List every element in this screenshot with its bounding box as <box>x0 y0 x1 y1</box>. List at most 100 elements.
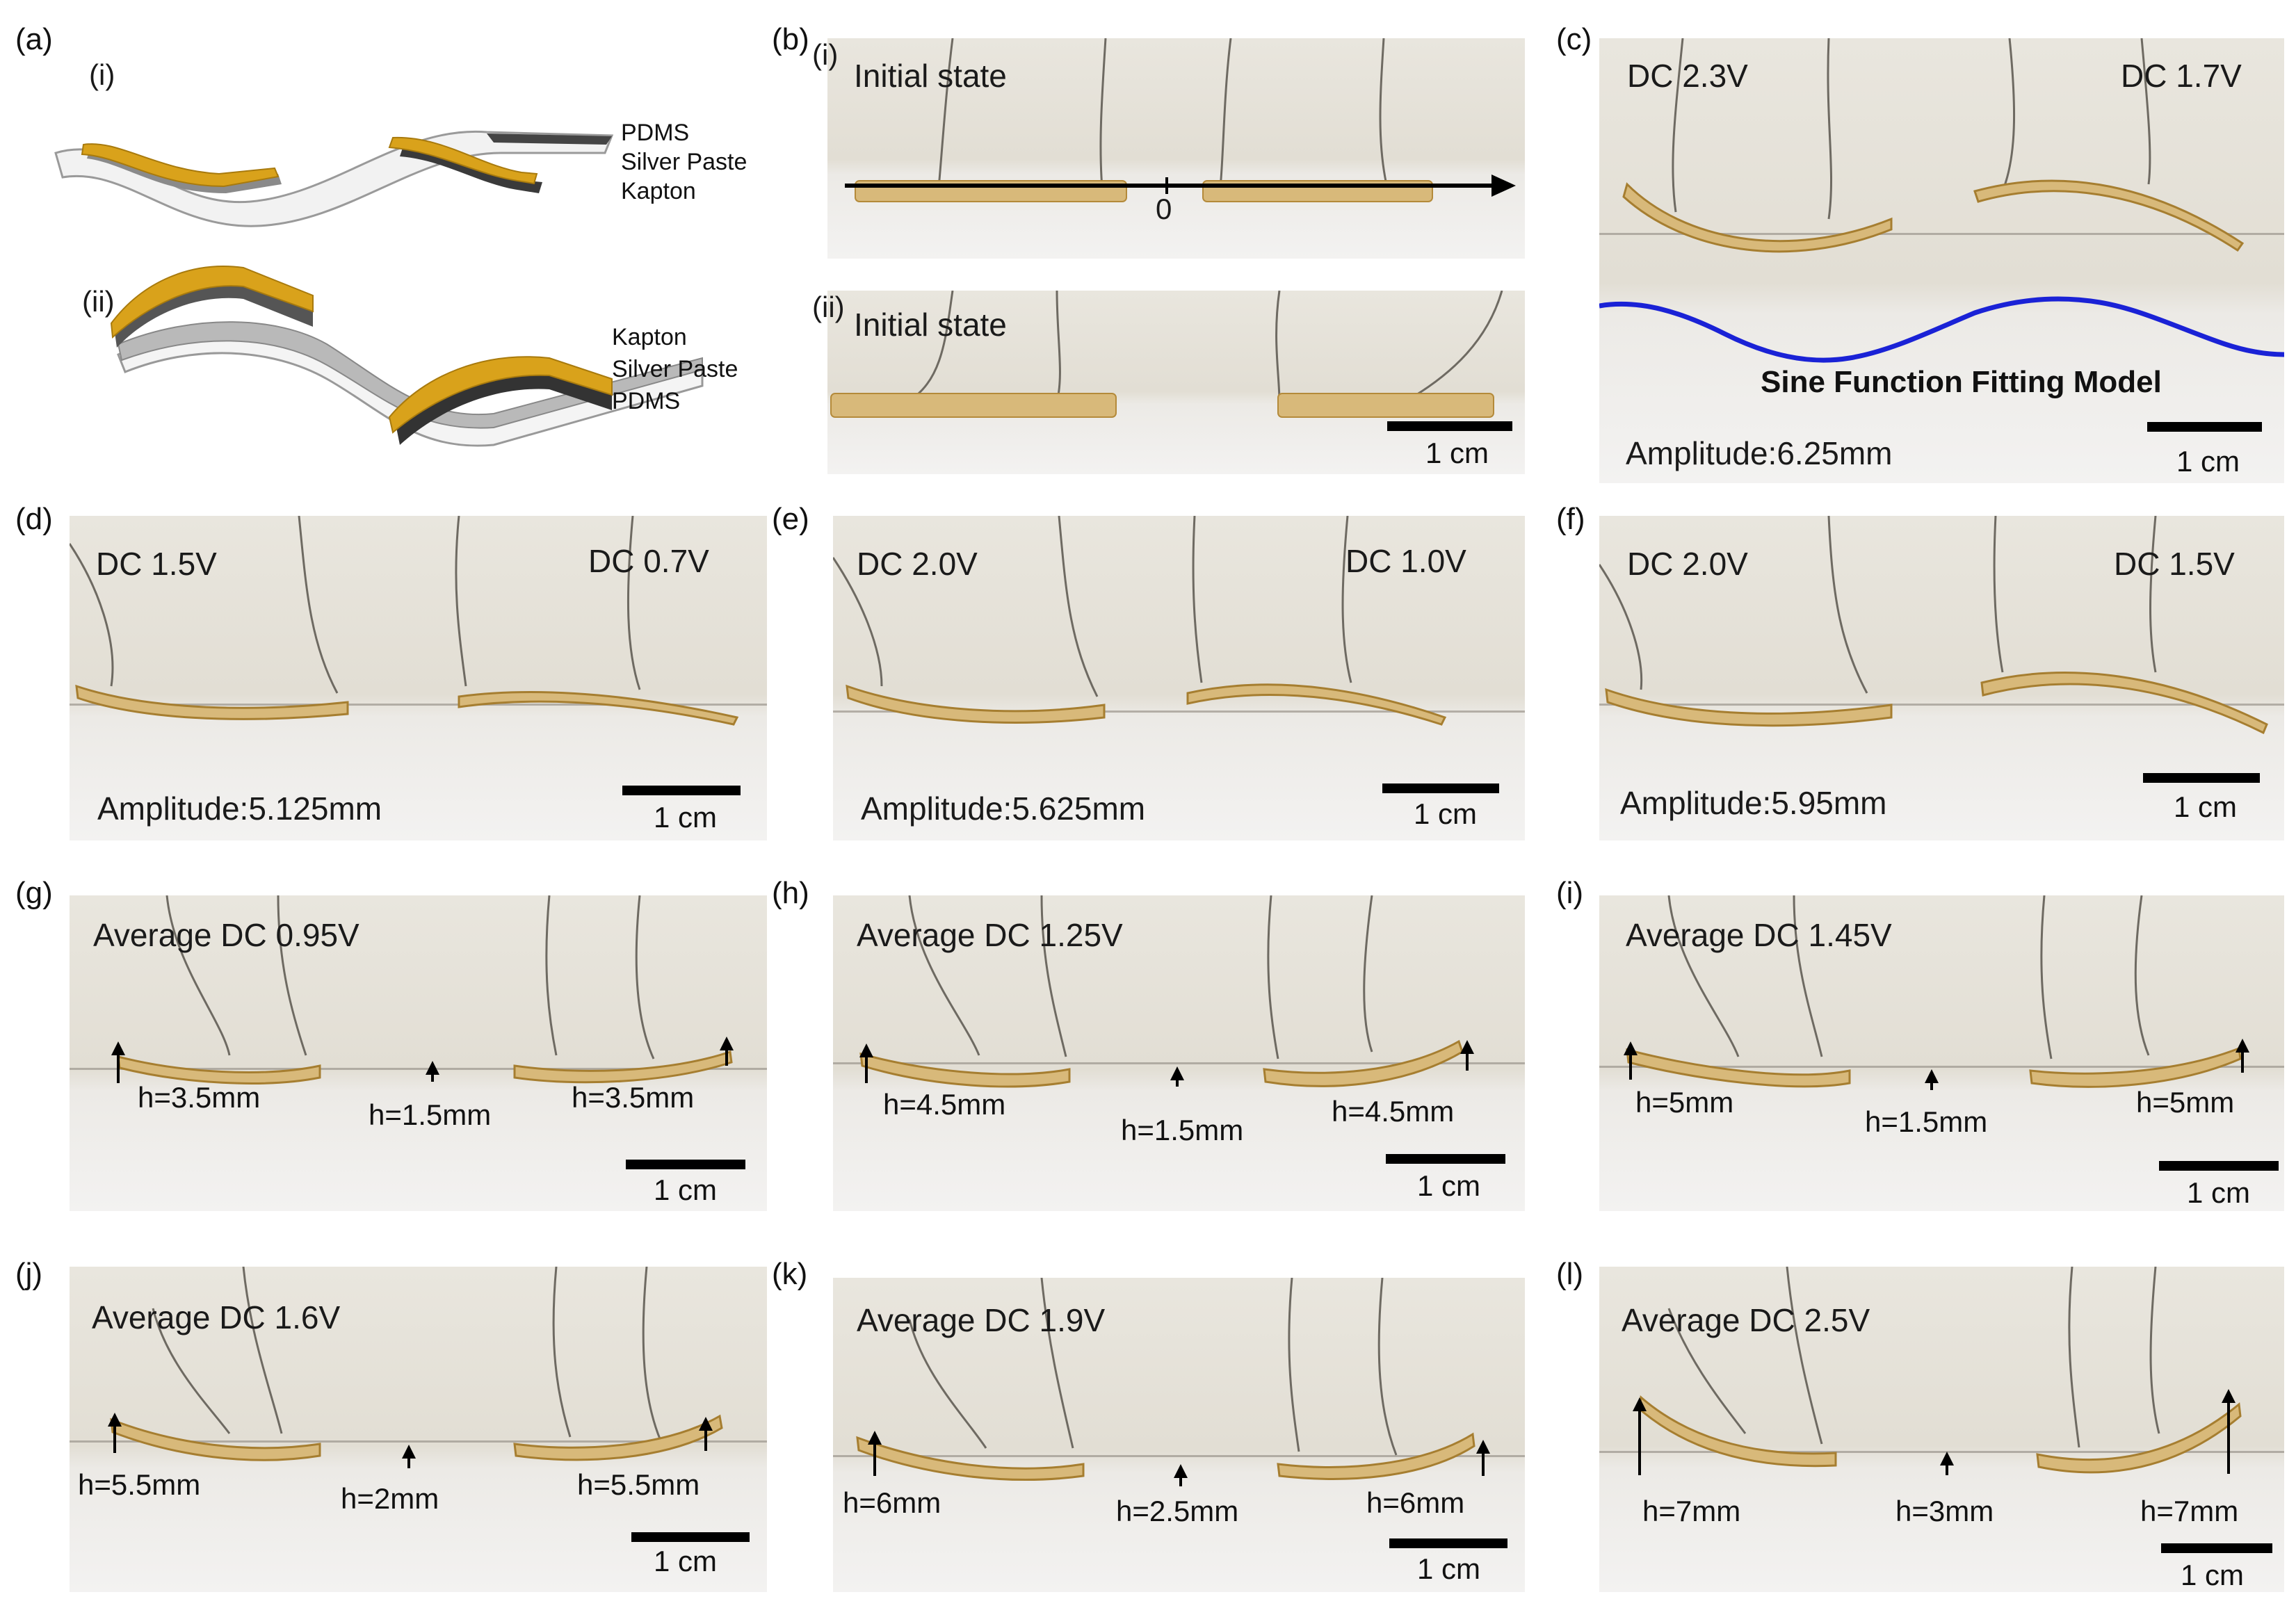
photo-i: 1 cm <box>1599 895 2284 1211</box>
scale-label-d: 1 cm <box>654 801 718 834</box>
panel-label-b: (b) <box>772 22 809 56</box>
amplitude-f: Amplitude:5.95mm <box>1620 785 1887 821</box>
sub-label-a-i: (i) <box>89 58 115 91</box>
scale-bar-d <box>622 786 741 795</box>
photo-f-scene <box>1599 516 2268 735</box>
h-mid-h: h=1.5mm <box>1121 1114 1244 1146</box>
photo-j-scene <box>108 1267 723 1468</box>
panel-label-g: (g) <box>15 876 53 910</box>
h-right-l: h=7mm <box>2140 1495 2239 1527</box>
layer-diagram-a-ii <box>110 266 704 447</box>
h-right-k: h=6mm <box>1366 1486 1465 1519</box>
title-l: Average DC 2.5V <box>1622 1302 1870 1338</box>
photo-k-scene <box>856 1278 1490 1486</box>
photo-b-ii: 1 cm <box>827 291 1525 474</box>
scale-bar-f <box>2143 773 2260 783</box>
h-mid-k: h=2.5mm <box>1116 1495 1239 1527</box>
scale-bar-l <box>2161 1543 2272 1553</box>
h-mid-l: h=3mm <box>1895 1495 1994 1527</box>
panel-label-f: (f) <box>1556 502 1585 536</box>
scale-label-l: 1 cm <box>2181 1559 2245 1591</box>
h-left-g: h=3.5mm <box>138 1081 261 1114</box>
layer-label-a-i-0: PDMS <box>621 120 690 146</box>
h-right-h: h=4.5mm <box>1332 1095 1455 1128</box>
dc-right-c: DC 1.7V <box>2121 58 2242 94</box>
panel-label-k: (k) <box>772 1257 808 1291</box>
panel-label-e: (e) <box>772 502 809 536</box>
scale-bar-b-ii <box>1387 421 1512 431</box>
layer-label-a-ii-0: Kapton <box>612 324 687 350</box>
scale-label-i: 1 cm <box>2187 1176 2251 1209</box>
photo-l: 1 cm <box>1599 1267 2284 1592</box>
dc-right-d: DC 0.7V <box>588 543 709 579</box>
amplitude-d: Amplitude:5.125mm <box>97 790 382 827</box>
layer-label-a-ii-1: Silver Paste <box>612 356 738 382</box>
scale-bar-k <box>1389 1538 1507 1548</box>
scale-label-e: 1 cm <box>1414 797 1478 830</box>
title-j: Average DC 1.6V <box>92 1299 341 1335</box>
h-mid-i: h=1.5mm <box>1865 1105 1988 1138</box>
h-mid-g: h=1.5mm <box>369 1098 492 1131</box>
h-left-l: h=7mm <box>1642 1495 1741 1527</box>
h-left-h: h=4.5mm <box>883 1088 1006 1121</box>
h-left-i: h=5mm <box>1635 1086 1734 1119</box>
dc-left-e: DC 2.0V <box>857 546 978 582</box>
scale-label-f: 1 cm <box>2174 790 2238 823</box>
photo-g: 1 cm <box>70 895 767 1211</box>
layer-label-a-ii-2: PDMS <box>612 388 681 414</box>
layer-diagram-a-i <box>54 130 614 227</box>
amplitude-c: Amplitude:6.25mm <box>1626 435 1893 471</box>
layer-label-a-i-2: Kapton <box>621 178 696 204</box>
scale-bar-g <box>626 1160 745 1169</box>
dc-right-f: DC 1.5V <box>2114 546 2235 582</box>
h-left-j: h=5.5mm <box>78 1468 201 1501</box>
h-mid-j: h=2mm <box>341 1482 439 1515</box>
sub-label-b-i: (i) <box>812 38 839 71</box>
photo-c: Sine Function Fitting Model 1 cm <box>1599 38 2284 483</box>
state-label-b-ii: Initial state <box>854 307 1007 343</box>
panel-label-d: (d) <box>15 502 53 536</box>
photo-k: 1 cm <box>833 1278 1525 1592</box>
panel-label-i: (i) <box>1556 876 1584 910</box>
photo-b-i: 0 <box>827 38 1525 259</box>
photo-i-scene <box>1624 895 2249 1090</box>
dc-left-f: DC 2.0V <box>1627 546 1748 582</box>
photo-j: 1 cm <box>70 1267 767 1592</box>
axis-zero-label: 0 <box>1156 193 1172 225</box>
h-right-i: h=5mm <box>2136 1086 2235 1119</box>
photo-b-i-scene <box>845 38 1516 202</box>
photo-f: 1 cm <box>1599 516 2284 840</box>
scale-bar-h <box>1386 1154 1505 1164</box>
dc-right-e: DC 1.0V <box>1345 543 1466 579</box>
panel-label-a: (a) <box>15 22 53 56</box>
photo-g-scene <box>111 895 734 1085</box>
panel-label-c: (c) <box>1556 22 1592 56</box>
sine-fit-curve <box>1599 296 2284 363</box>
scale-bar-c <box>2147 422 2262 432</box>
photo-d: 1 cm <box>70 516 767 840</box>
scale-label-g: 1 cm <box>654 1173 718 1206</box>
scale-bar-i <box>2159 1161 2279 1171</box>
h-right-j: h=5.5mm <box>577 1468 700 1501</box>
scale-label-h: 1 cm <box>1417 1169 1481 1202</box>
photo-e-scene <box>833 516 1447 726</box>
dc-left-c: DC 2.3V <box>1627 58 1748 94</box>
sub-label-a-ii: (ii) <box>82 285 115 318</box>
dc-left-d: DC 1.5V <box>96 546 217 582</box>
panel-label-h: (h) <box>772 876 809 910</box>
photo-e: 1 cm <box>833 516 1525 840</box>
h-right-g: h=3.5mm <box>572 1081 695 1114</box>
title-g: Average DC 0.95V <box>93 917 359 953</box>
photo-h-scene <box>859 895 1474 1088</box>
fit-title: Sine Function Fitting Model <box>1761 365 2162 399</box>
scale-label-j: 1 cm <box>654 1545 718 1577</box>
scale-bar-e <box>1382 783 1499 793</box>
photo-l-scene <box>1633 1267 2242 1475</box>
scale-label-b-ii: 1 cm <box>1425 437 1489 469</box>
state-label-b-i: Initial state <box>854 58 1007 94</box>
h-left-k: h=6mm <box>843 1486 941 1519</box>
amplitude-e: Amplitude:5.625mm <box>861 790 1146 827</box>
photo-h: 1 cm <box>833 895 1525 1211</box>
title-k: Average DC 1.9V <box>857 1302 1106 1338</box>
photo-c-scene <box>1599 38 2284 363</box>
